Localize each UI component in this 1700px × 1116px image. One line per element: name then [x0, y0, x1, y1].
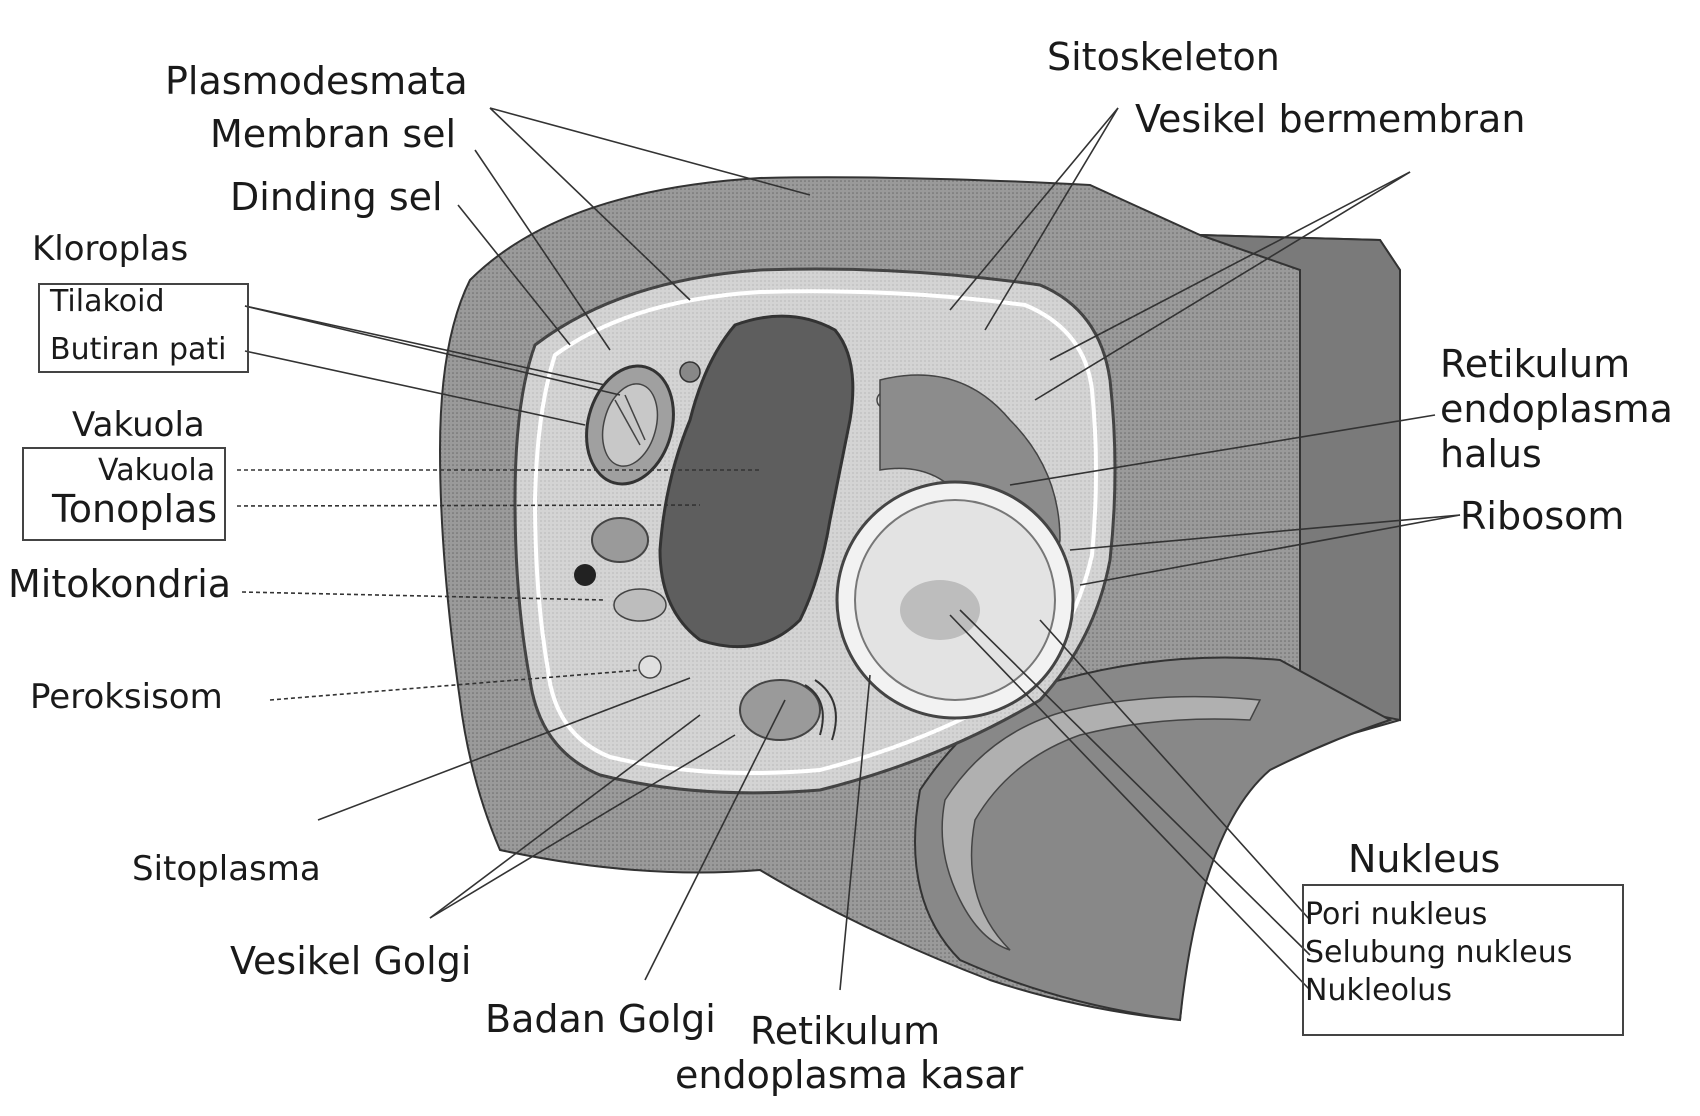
label-vakuola-group: Vakuola	[72, 405, 205, 445]
vacuole-shape	[658, 314, 855, 649]
label-rek-line1: Retikulum	[750, 1009, 941, 1053]
label-sitoplasma: Sitoplasma	[132, 849, 321, 889]
label-ribosom: Ribosom	[1460, 494, 1625, 538]
label-reh-line2: endoplasma	[1440, 387, 1673, 431]
label-reh-line3: halus	[1440, 432, 1542, 476]
label-membran-sel: Membran sel	[210, 112, 457, 156]
label-tonoplas: Tonoplas	[52, 487, 218, 531]
label-pori-nukleus: Pori nukleus	[1305, 897, 1488, 932]
label-reh-line1: Retikulum	[1440, 342, 1631, 386]
label-dinding-sel: Dinding sel	[230, 175, 443, 219]
label-mitokondria: Mitokondria	[8, 562, 232, 606]
nucleus-shape	[835, 480, 1075, 720]
label-vesikel-bermembran: Vesikel bermembran	[1135, 97, 1526, 141]
label-vakuola: Vakuola	[98, 453, 216, 488]
label-plasmodesmata: Plasmodesmata	[165, 59, 468, 103]
label-sitoskeleton: Sitoskeleton	[1047, 35, 1280, 79]
vakuola-bracket	[22, 447, 226, 541]
mitochondrion-shape	[591, 517, 649, 563]
nukleus-bracket	[1302, 884, 1624, 1036]
kloroplas-bracket	[38, 283, 249, 373]
label-vesikel-golgi: Vesikel Golgi	[230, 939, 472, 983]
label-nukleus: Nukleus	[1348, 837, 1501, 881]
small-organelle	[679, 361, 701, 383]
label-peroksisom: Peroksisom	[30, 677, 223, 717]
dark-organelle	[574, 564, 596, 586]
label-badan-golgi: Badan Golgi	[485, 997, 716, 1041]
mitochondrion-shape-2	[613, 588, 667, 622]
label-nukleolus: Nukleolus	[1305, 973, 1452, 1008]
chloroplast-shape	[585, 364, 675, 486]
label-kloroplas: Kloroplas	[32, 229, 189, 269]
leader-lines	[236, 107, 1461, 991]
label-tilakoid: Tilakoid	[50, 284, 165, 319]
label-butiran-pati: Butiran pati	[50, 332, 227, 367]
label-rek-line2: endoplasma kasar	[675, 1053, 1024, 1097]
peroxisome-shape	[638, 655, 662, 679]
label-selubung-nukleus: Selubung nukleus	[1305, 935, 1573, 970]
